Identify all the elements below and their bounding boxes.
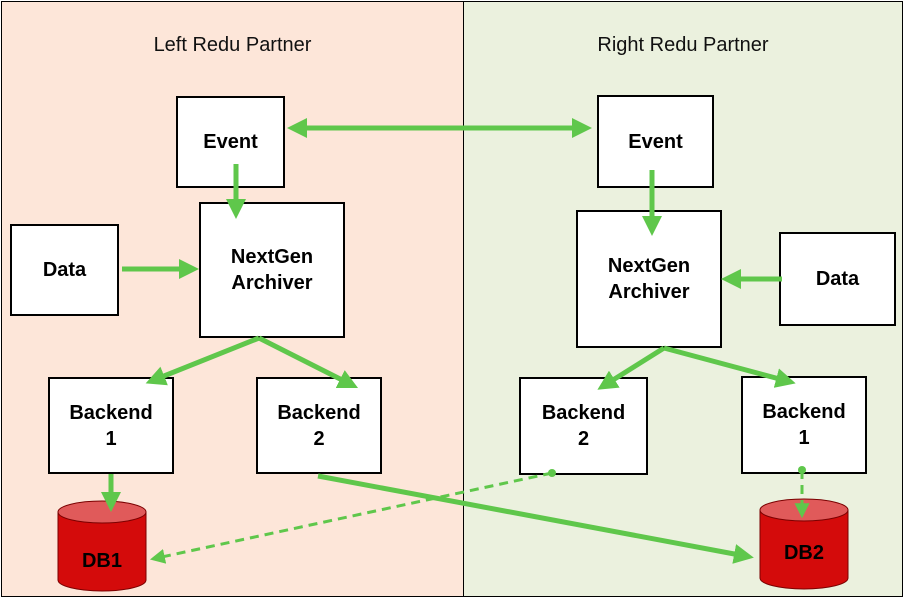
right-backend2-to-db1-dashed-arrow: [149, 471, 553, 564]
db2-label: DB2: [783, 542, 824, 564]
right-data-box: Data: [779, 232, 896, 326]
left-backend2-to-db2-arrow: [317, 473, 754, 564]
db1-cylinder-icon: [57, 500, 147, 592]
right-pane-title: Right Redu Partner: [597, 34, 769, 56]
left-event-box: Event: [176, 96, 285, 188]
db1-label: DB1: [81, 550, 122, 572]
db1-cylinder: DB1: [57, 500, 147, 592]
left-archiver-to-backend1-arrow: [145, 335, 260, 386]
right-archiver-to-backend1-arrow: [663, 345, 796, 388]
right-archiver-to-backend2-arrow: [597, 345, 666, 390]
left-backend-1-box: Backend 1: [48, 377, 174, 474]
backend1-connector-dot: [798, 466, 806, 474]
right-event-box: Event: [597, 95, 714, 188]
right-backend-2-box: Backend 2: [519, 377, 648, 475]
left-backend-2-box: Backend 2: [256, 377, 382, 474]
left-data-box: Data: [10, 224, 119, 316]
right-backend-1-box: Backend 1: [741, 376, 867, 474]
left-archiver-box: NextGen Archiver: [199, 202, 345, 338]
backend2-connector-dot: [548, 469, 556, 477]
left-archiver-to-backend2-arrow: [257, 335, 359, 389]
left-pane-title: Left Redu Partner: [153, 34, 312, 56]
